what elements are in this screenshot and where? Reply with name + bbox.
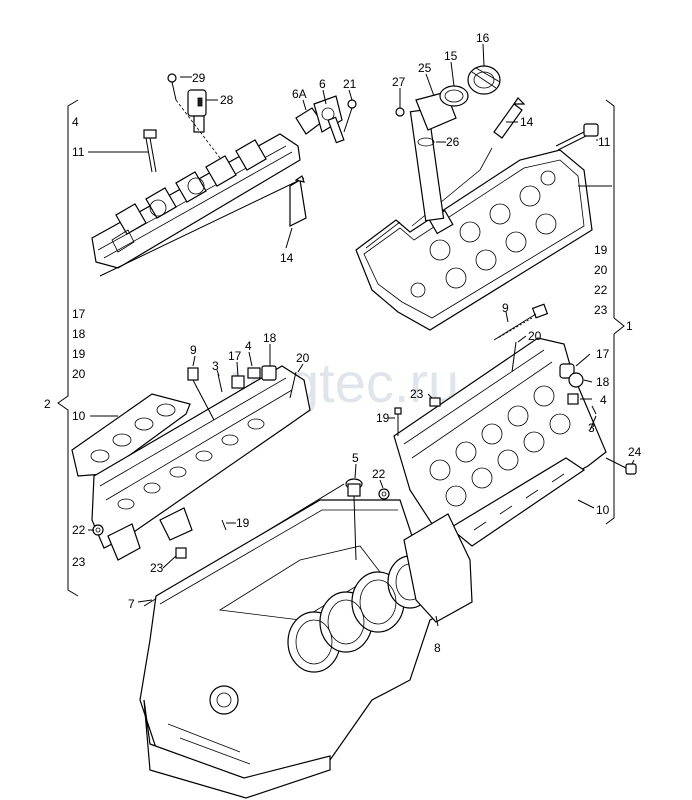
leader-lines xyxy=(88,43,635,627)
screw-29 xyxy=(167,73,177,101)
exhaust-gasket-right xyxy=(448,457,586,547)
callout-17-left: 17 xyxy=(72,307,86,321)
callout-20-right-2: 20 xyxy=(528,329,542,343)
callout-4-left: 4 xyxy=(72,115,79,129)
housing-6 xyxy=(313,95,345,144)
nut-4-right xyxy=(567,393,579,405)
callout-19-left: 19 xyxy=(72,347,86,361)
callout-labels: 29 28 6A 6 21 27 25 15 16 14 26 11 4 11 … xyxy=(44,31,642,655)
bolt-21 xyxy=(343,99,357,133)
stud-20-right xyxy=(511,341,517,373)
callout-19-bottom: 19 xyxy=(236,516,250,530)
sensor-23-right xyxy=(429,397,441,407)
callout-20-mid: 20 xyxy=(296,351,310,365)
callout-6: 6 xyxy=(319,77,326,91)
callout-16: 16 xyxy=(476,31,490,45)
cylinder-head-right xyxy=(393,337,607,537)
seal-17-left xyxy=(231,375,245,389)
callout-10-right: 10 xyxy=(596,503,610,517)
head-bolt-9-right xyxy=(493,303,549,341)
pin-3-left xyxy=(217,373,223,393)
callout-6A: 6A xyxy=(292,87,307,101)
filler-neck-assembly xyxy=(395,65,501,222)
callout-4-right: 4 xyxy=(600,393,607,407)
callout-20-right: 20 xyxy=(594,263,608,277)
callout-21: 21 xyxy=(343,77,357,91)
callout-24: 24 xyxy=(628,445,642,459)
valve-cover-right xyxy=(355,149,593,331)
sealant-tube-14-right xyxy=(493,97,526,139)
nut-4-left xyxy=(247,367,261,379)
bolt-11-right xyxy=(555,123,599,151)
callout-7: 7 xyxy=(128,597,135,611)
intake-gasket-left xyxy=(71,393,191,477)
callout-23-left: 23 xyxy=(72,555,86,569)
callout-23-right-2: 23 xyxy=(410,387,424,401)
callout-17-mid: 17 xyxy=(228,349,242,363)
callout-14-left: 14 xyxy=(280,251,294,265)
callout-18-left: 18 xyxy=(72,327,86,341)
pin-3-right xyxy=(591,405,597,415)
callout-22-mid: 22 xyxy=(372,467,386,481)
sensor-28 xyxy=(187,89,207,133)
callout-3-right: 3 xyxy=(588,421,595,435)
callout-28: 28 xyxy=(220,93,234,107)
callout-23-bottom: 23 xyxy=(150,561,164,575)
head-gasket-8 xyxy=(403,513,473,623)
callout-8: 8 xyxy=(434,641,441,655)
callout-22-right: 22 xyxy=(594,283,608,297)
callout-18-mid: 18 xyxy=(263,331,277,345)
callout-15: 15 xyxy=(444,49,458,63)
bolt-19-left xyxy=(221,519,227,531)
callout-19-right-2: 19 xyxy=(376,411,390,425)
callout-4-mid: 4 xyxy=(245,339,252,353)
plug-22-left xyxy=(92,524,104,536)
valve-cover-left xyxy=(91,133,301,269)
sealant-tube-14-left xyxy=(289,175,307,227)
cap-5 xyxy=(345,478,363,561)
bracket-right xyxy=(605,99,625,525)
callout-5: 5 xyxy=(352,451,359,465)
callout-9-mid: 9 xyxy=(190,343,197,357)
callout-29: 29 xyxy=(192,71,206,85)
stud-20-left xyxy=(289,371,297,399)
callout-20-left: 20 xyxy=(72,367,86,381)
sensor-23-left xyxy=(175,547,187,559)
callout-18-right: 18 xyxy=(596,375,610,389)
callout-22-left: 22 xyxy=(72,523,86,537)
callout-23-right: 23 xyxy=(594,303,608,317)
callout-3-mid: 3 xyxy=(212,359,219,373)
callout-17-right: 17 xyxy=(596,347,610,361)
seal-17-right xyxy=(559,363,575,379)
engine-block xyxy=(139,499,471,799)
callout-25: 25 xyxy=(418,61,432,75)
plug-22-right xyxy=(378,488,390,500)
bolt-19-right xyxy=(394,407,402,436)
callout-9-right: 9 xyxy=(502,301,509,315)
gasket-line-left xyxy=(99,177,305,277)
leader-28-dash xyxy=(175,99,221,159)
callout-19-right: 19 xyxy=(594,243,608,257)
callout-10-left: 10 xyxy=(72,409,86,423)
cap-18-left xyxy=(261,365,277,381)
callout-1: 1 xyxy=(626,319,633,333)
callout-11-left: 11 xyxy=(72,145,85,159)
bolt-24 xyxy=(605,457,637,475)
bolt-11-left xyxy=(143,129,157,173)
callout-2: 2 xyxy=(44,397,51,411)
callout-26: 26 xyxy=(446,135,460,149)
callout-27: 27 xyxy=(392,75,406,89)
head-bolt-9-left xyxy=(187,367,215,421)
callout-11-right: 11 xyxy=(598,135,611,149)
callout-14-right: 14 xyxy=(520,115,534,129)
bracket-left xyxy=(57,99,79,597)
cap-18-right xyxy=(568,372,584,388)
